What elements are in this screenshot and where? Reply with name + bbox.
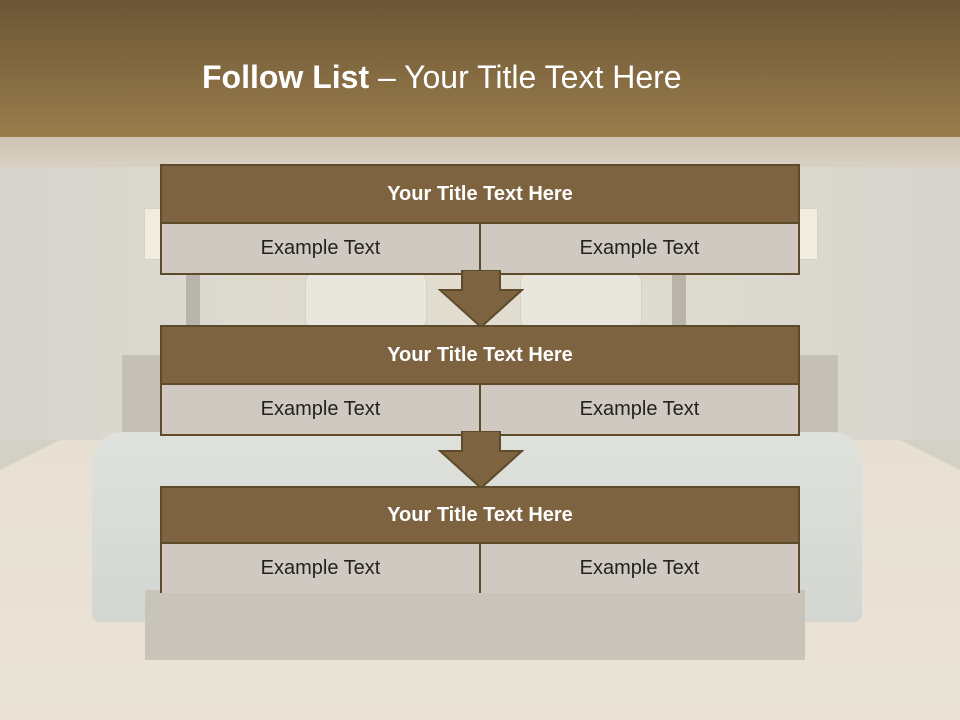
slide-header: Follow List – Your Title Text Here [0,0,960,137]
down-arrow-icon [438,431,524,489]
step-cell-left: Example Text [162,224,479,273]
bg-pillow-right [520,272,642,329]
step-row: Example Text Example Text [162,222,798,273]
bg-ceiling-band [0,137,960,167]
bg-wall-corner-left [0,440,60,470]
step-cell-right: Example Text [479,224,798,273]
step-box-1: Your Title Text Here Example Text Exampl… [160,164,800,275]
step-heading: Your Title Text Here [387,343,573,366]
slide-title-rest: – Your Title Text Here [369,59,682,95]
step-heading: Your Title Text Here [387,503,573,526]
bg-bed-base [145,590,805,660]
bg-wall-corner-right [900,440,960,470]
step-box-2: Your Title Text Here Example Text Exampl… [160,325,800,436]
step-row: Example Text Example Text [162,542,798,593]
step-cell-left: Example Text [162,544,479,593]
step-cell-right: Example Text [479,544,798,593]
step-heading: Your Title Text Here [387,182,573,205]
step-cell-right: Example Text [479,385,798,434]
step-cell-left: Example Text [162,385,479,434]
step-box-3: Your Title Text Here Example Text Exampl… [160,486,800,593]
slide-title: Follow List – Your Title Text Here [202,55,682,99]
bg-pillow-left [305,272,427,329]
down-arrow-icon [438,270,524,328]
step-row: Example Text Example Text [162,383,798,434]
slide-title-bold: Follow List [202,59,370,95]
